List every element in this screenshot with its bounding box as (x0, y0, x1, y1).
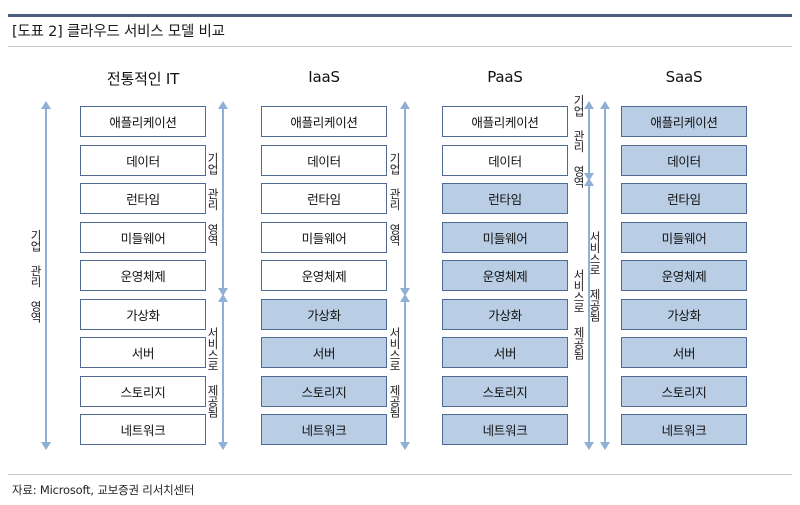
scope-arrow-traditional-right-0 (222, 108, 224, 289)
column-header-iaas: IaaS (308, 68, 340, 86)
layer-box: 스토리지 (80, 375, 206, 407)
title-rule-top (8, 14, 792, 17)
layer-box: 네트워크 (442, 414, 568, 445)
scope-arrow-traditional-right-1 (222, 300, 224, 443)
layer-box: 스토리지 (442, 375, 568, 407)
scope-arrow-label: 서비스로 제공됨 (388, 326, 402, 418)
layer-box: 가상화 (621, 298, 747, 330)
layer-box: 애플리케이션 (621, 106, 747, 137)
scope-arrow-traditional-left-0 (45, 108, 47, 443)
scope-arrow-paas-left-1 (588, 185, 590, 443)
layer-box: 운영체제 (80, 260, 206, 291)
scope-arrow-paas-left-0 (588, 108, 590, 174)
scope-arrow-label: 서비스로 제공됨 (206, 326, 220, 418)
layer-box: 가상화 (442, 298, 568, 330)
layer-box: 스토리지 (261, 375, 387, 407)
layer-box: 네트워크 (621, 414, 747, 445)
scope-arrow-label: 서비스로 제공됨 (588, 230, 602, 321)
source-note: 자료: Microsoft, 교보증권 리서치센터 (12, 483, 195, 497)
footer-rule (8, 474, 792, 475)
layer-box: 미들웨어 (442, 221, 568, 253)
layer-box: 데이터 (80, 144, 206, 176)
layer-box: 애플리케이션 (261, 106, 387, 137)
layer-box: 서버 (261, 337, 387, 368)
scope-arrow-label: 서비스로 제공됨 (572, 268, 586, 360)
layer-box: 운영체제 (621, 260, 747, 291)
scope-arrow-saas-left-0 (604, 108, 606, 443)
layer-box: 가상화 (261, 298, 387, 330)
layer-box: 운영체제 (442, 260, 568, 291)
scope-arrow-label: 기업 관리 영역 (29, 229, 43, 322)
layer-box: 네트워크 (261, 414, 387, 445)
layer-box: 서버 (442, 337, 568, 368)
layer-box: 데이터 (621, 144, 747, 176)
layer-box: 데이터 (261, 144, 387, 176)
layer-box: 미들웨어 (80, 221, 206, 253)
scope-arrow-iaas-right-0 (404, 108, 406, 289)
layer-box: 애플리케이션 (80, 106, 206, 137)
layer-box: 가상화 (80, 298, 206, 330)
scope-arrow-label: 기업 관리 영역 (388, 152, 402, 245)
scope-arrow-iaas-right-1 (404, 300, 406, 443)
layer-box: 런타임 (442, 183, 568, 214)
layer-box: 미들웨어 (621, 221, 747, 253)
layer-box: 데이터 (442, 144, 568, 176)
scope-arrow-label: 기업 관리 영역 (206, 152, 220, 245)
layer-box: 런타임 (261, 183, 387, 214)
column-header-saas: SaaS (665, 68, 703, 86)
column-header-traditional-it: 전통적인 IT (106, 70, 180, 88)
layer-box: 런타임 (80, 183, 206, 214)
layer-box: 애플리케이션 (442, 106, 568, 137)
layer-box: 운영체제 (261, 260, 387, 291)
layer-box: 서버 (80, 337, 206, 368)
layer-box: 네트워크 (80, 414, 206, 445)
layer-box: 런타임 (621, 183, 747, 214)
page-title: [도표 2] 클라우드 서비스 모델 비교 (12, 24, 225, 40)
scope-arrow-label: 기업 관리 영역 (572, 94, 586, 188)
column-header-paas: PaaS (487, 68, 523, 86)
title-rule-bottom (8, 46, 792, 47)
layer-box: 스토리지 (621, 375, 747, 407)
layer-box: 서버 (621, 337, 747, 368)
layer-box: 미들웨어 (261, 221, 387, 253)
